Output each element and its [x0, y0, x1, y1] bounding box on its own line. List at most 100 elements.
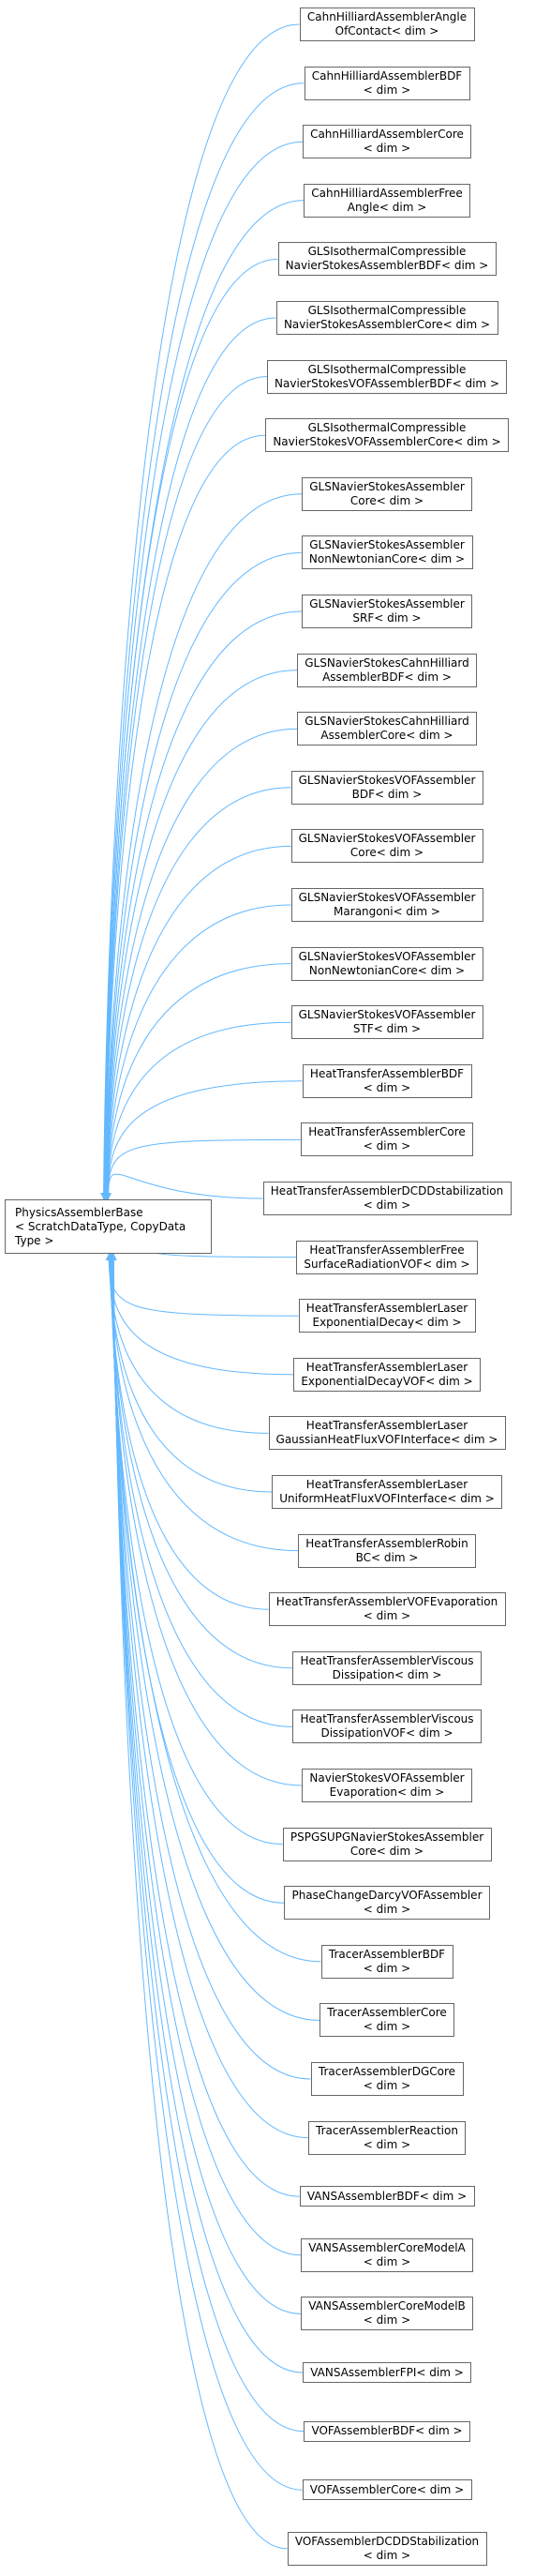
- derived-class-label-line: < dim >: [363, 2548, 411, 2562]
- derived-class-label-line: HeatTransferAssemblerBDF: [309, 1066, 465, 1080]
- inheritance-edge: [110, 1253, 288, 2550]
- inheritance-edge: [107, 1253, 283, 1845]
- base-class-line-1: PhysicsAssemblerBase: [15, 1205, 143, 1219]
- derived-class-label-line: GLSNavierStokesAssembler: [309, 597, 465, 610]
- derived-class-label-line: DissipationVOF< dim >: [320, 1726, 453, 1740]
- derived-class-node[interactable]: HeatTransferAssemblerDCDDstabilization< …: [262, 1182, 512, 1215]
- inheritance-edge: [104, 1138, 302, 1200]
- derived-class-label-line: GLSNavierStokesVOFAssembler: [298, 1008, 476, 1022]
- derived-class-label-line: Dissipation< dim >: [332, 1667, 442, 1681]
- base-class-node[interactable]: PhysicsAssemblerBase < ScratchDataType, …: [5, 1199, 212, 1254]
- derived-class-label-line: BC< dim >: [355, 1550, 419, 1564]
- derived-class-node[interactable]: CahnHilliardAssemblerCore< dim >: [303, 125, 471, 159]
- derived-class-node[interactable]: TracerAssemblerCore< dim >: [320, 2003, 454, 2038]
- derived-class-node[interactable]: VANSAssemblerCoreModelA< dim >: [301, 2237, 473, 2272]
- derived-class-node[interactable]: HeatTransferAssemblerVOFEvaporation< dim…: [268, 1592, 506, 1627]
- derived-class-label-line: GLSNavierStokesVOFAssembler: [298, 891, 476, 904]
- derived-class-label-line: NavierStokesVOFAssemblerCore< dim >: [273, 435, 501, 449]
- derived-class-label-line: PSPGSUPGNavierStokesAssembler: [290, 1830, 484, 1844]
- derived-class-label-line: AssemblerCore< dim >: [320, 729, 453, 743]
- derived-class-node[interactable]: VANSAssemblerBDF< dim >: [299, 2186, 475, 2207]
- derived-class-label-line: CahnHilliardAssemblerFree: [311, 186, 463, 200]
- derived-class-label-line: HeatTransferAssemblerViscous: [300, 1712, 474, 1726]
- inheritance-edge: [106, 1253, 269, 1434]
- derived-class-label-line: OfContact< dim >: [334, 24, 439, 38]
- derived-class-label-line: < dim >: [363, 2254, 411, 2268]
- derived-class-label-line: VANSAssemblerBDF< dim >: [306, 2189, 468, 2203]
- derived-class-label-line: < dim >: [363, 1139, 411, 1153]
- derived-class-label-line: < dim >: [363, 2079, 411, 2092]
- inheritance-edge: [105, 1253, 299, 1317]
- derived-class-label-line: GLSNavierStokesCahnHilliard: [305, 655, 469, 670]
- derived-class-label-line: SurfaceRadiationVOF< dim >: [304, 1257, 470, 1271]
- derived-class-label-line: GLSNavierStokesAssembler: [309, 538, 465, 552]
- derived-class-label-line: < dim >: [363, 1609, 411, 1623]
- inheritance-edge: [104, 1021, 291, 1200]
- derived-class-label-line: HeatTransferAssemblerLaser: [305, 1302, 468, 1316]
- derived-class-node[interactable]: VOFAssemblerCore< dim >: [302, 2479, 472, 2501]
- derived-class-label-line: < dim >: [363, 2137, 411, 2151]
- derived-class-node[interactable]: HeatTransferAssemblerBDF< dim >: [302, 1063, 472, 1098]
- derived-class-node[interactable]: VOFAssemblerDCDDStabilization< dim >: [287, 2531, 487, 2566]
- inheritance-edge: [109, 1253, 302, 2314]
- derived-class-label-line: HeatTransferAssemblerVOFEvaporation: [275, 1595, 498, 1609]
- derived-class-label-line: Core< dim >: [349, 846, 424, 860]
- base-class-line-2: < ScratchDataType, CopyData: [15, 1219, 186, 1233]
- derived-class-node[interactable]: PhaseChangeDarcyVOFAssembler< dim >: [284, 1886, 490, 1921]
- derived-class-label-line: HeatTransferAssemblerDCDDstabilization: [270, 1184, 504, 1198]
- derived-class-label-line: VANSAssemblerCoreModelB: [308, 2299, 466, 2313]
- derived-class-label-line: HeatTransferAssemblerRobin: [305, 1536, 468, 1550]
- derived-class-node[interactable]: TracerAssemblerReaction< dim >: [308, 2120, 466, 2155]
- inheritance-edge: [101, 434, 266, 1200]
- derived-class-node[interactable]: VANSAssemblerCoreModelB< dim >: [301, 2297, 473, 2331]
- derived-class-node[interactable]: VANSAssemblerFPI< dim >: [303, 2362, 471, 2383]
- derived-class-label-line: BDF< dim >: [351, 787, 423, 801]
- derived-class-node[interactable]: VOFAssemblerBDF< dim >: [304, 2420, 470, 2442]
- derived-class-label-line: < dim >: [363, 2313, 411, 2327]
- inheritance-edge: [109, 1253, 302, 2256]
- derived-class-node[interactable]: CahnHilliardAssemblerBDF< dim >: [304, 66, 470, 100]
- derived-class-label-line: CahnHilliardAssemblerCore: [310, 128, 464, 142]
- derived-class-node[interactable]: TracerAssemblerBDF< dim >: [320, 1944, 453, 1979]
- derived-class-label-line: GLSIsothermalCompressible: [307, 245, 467, 259]
- derived-class-label-line: HeatTransferAssemblerViscous: [300, 1653, 474, 1667]
- derived-class-node[interactable]: HeatTransferAssemblerCore< dim >: [301, 1122, 473, 1157]
- derived-class-label-line: TracerAssemblerReaction: [316, 2123, 458, 2137]
- inheritance-edge: [100, 83, 305, 1200]
- derived-class-label-line: VOFAssemblerBDF< dim >: [311, 2424, 463, 2438]
- derived-class-label-line: Evaporation< dim >: [329, 1785, 445, 1799]
- derived-class-label-line: VANSAssemblerCoreModelA: [308, 2240, 466, 2254]
- derived-class-label-line: < dim >: [363, 1903, 411, 1917]
- derived-class-node[interactable]: TracerAssemblerDGCore< dim >: [310, 2062, 464, 2096]
- derived-class-label-line: GaussianHeatFluxVOFInterface< dim >: [275, 1433, 498, 1447]
- derived-class-label-line: VANSAssemblerFPI< dim >: [310, 2365, 464, 2379]
- derived-class-label-line: GLSNavierStokesVOFAssembler: [298, 832, 476, 846]
